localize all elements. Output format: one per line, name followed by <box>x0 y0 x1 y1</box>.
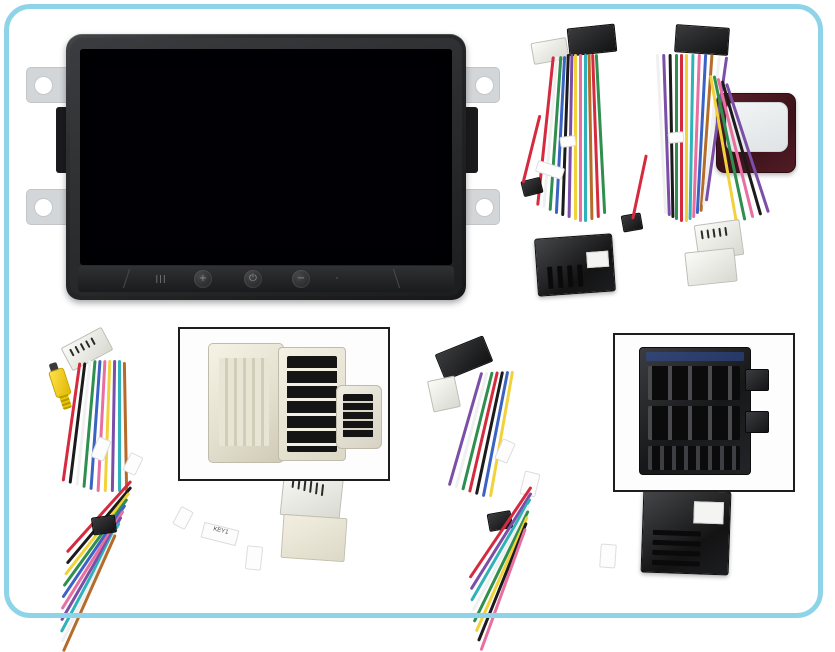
connector-pin <box>74 345 80 354</box>
inset-iso-quadlock-connector <box>613 333 795 492</box>
volume-up-icon[interactable]: + <box>194 270 212 288</box>
module-vent <box>567 265 574 288</box>
module-vent <box>557 265 564 289</box>
module-vent <box>652 539 701 547</box>
harness-label-key1: KEY1 <box>200 521 240 547</box>
connector-cavity-row <box>648 446 740 470</box>
cable-tie <box>494 438 516 464</box>
cable-tie <box>559 134 577 149</box>
bezel-accent-line-left <box>122 269 131 288</box>
connector-latch-tab <box>745 411 769 433</box>
canbus-harness-bottom-left: KEY1 <box>34 326 394 652</box>
bracket-hole <box>34 198 53 217</box>
connector-pin <box>85 340 91 349</box>
harness-black-module <box>534 233 616 297</box>
connector-latch-tab <box>745 369 769 391</box>
connector-white-small <box>426 375 462 413</box>
module-vent <box>652 529 702 537</box>
cable-tie <box>667 131 685 144</box>
connector-black-24pin <box>674 24 730 56</box>
connector-pin <box>314 482 319 495</box>
rca-knurl <box>58 392 73 411</box>
connector-cavity-row <box>648 406 740 440</box>
module-vent <box>651 559 700 567</box>
connector-cream-12pin-lower <box>280 513 348 563</box>
connector-pin <box>724 226 728 237</box>
module-vent <box>547 266 554 289</box>
cable-tie <box>244 545 264 571</box>
module-vent <box>652 549 701 557</box>
connector-pin-grid <box>287 356 337 452</box>
volume-down-icon[interactable]: − <box>292 270 310 288</box>
wire <box>631 154 648 220</box>
black-multi-pin-connector-housing <box>278 347 346 461</box>
black-iso-quadlock-connector <box>639 347 751 475</box>
module-sticker <box>586 250 610 269</box>
hardware-button-bar: ||| + ⏻ − · <box>78 266 454 292</box>
connector-pin <box>309 480 313 493</box>
bracket-hole <box>475 76 494 95</box>
inset-vehicle-connectors <box>178 327 390 481</box>
blue-stripe-marker <box>646 352 744 361</box>
wire <box>521 114 542 184</box>
bracket-hole <box>475 198 494 217</box>
car-head-unit: ||| + ⏻ − · <box>26 22 500 310</box>
wire <box>584 54 587 222</box>
bezel-accent-line-right <box>392 269 401 288</box>
connector-pin <box>320 484 325 497</box>
wire <box>110 359 117 493</box>
connector-cavity-row <box>648 366 740 400</box>
connector-pin-grid <box>219 358 269 446</box>
wire <box>118 360 121 492</box>
cable-tie <box>172 505 194 531</box>
small-black-connector-housing <box>336 385 382 449</box>
cable-tie <box>599 543 617 569</box>
head-unit-bezel: ||| + ⏻ − · <box>66 34 466 300</box>
canbus-decoder-module <box>640 488 732 576</box>
main-power-harness-top-right <box>500 14 830 319</box>
bracket-hole <box>34 76 53 95</box>
product-image-canvas: ||| + ⏻ − · <box>4 4 830 652</box>
connector-white-6pin <box>684 247 738 287</box>
connector-pin <box>90 337 96 346</box>
connector-pin <box>69 348 75 357</box>
cream-multi-pin-connector <box>208 343 284 463</box>
connector-pin <box>700 230 704 240</box>
connector-pin <box>79 342 86 351</box>
indicator-dot-icon: · <box>335 274 339 284</box>
module-vent <box>576 264 584 287</box>
wire <box>579 54 582 222</box>
menu-icon[interactable]: ||| <box>155 274 167 283</box>
connector-pin <box>718 227 722 237</box>
module-sticker <box>693 501 725 525</box>
wire <box>685 54 688 222</box>
touchscreen-display[interactable] <box>80 49 452 265</box>
connector-pin <box>712 228 716 238</box>
connector-black-20pin <box>566 23 618 57</box>
connector-black-2pin <box>90 514 118 536</box>
connector-pin <box>706 229 710 239</box>
power-icon[interactable]: ⏻ <box>244 270 262 288</box>
connector-pin-grid <box>343 394 373 438</box>
